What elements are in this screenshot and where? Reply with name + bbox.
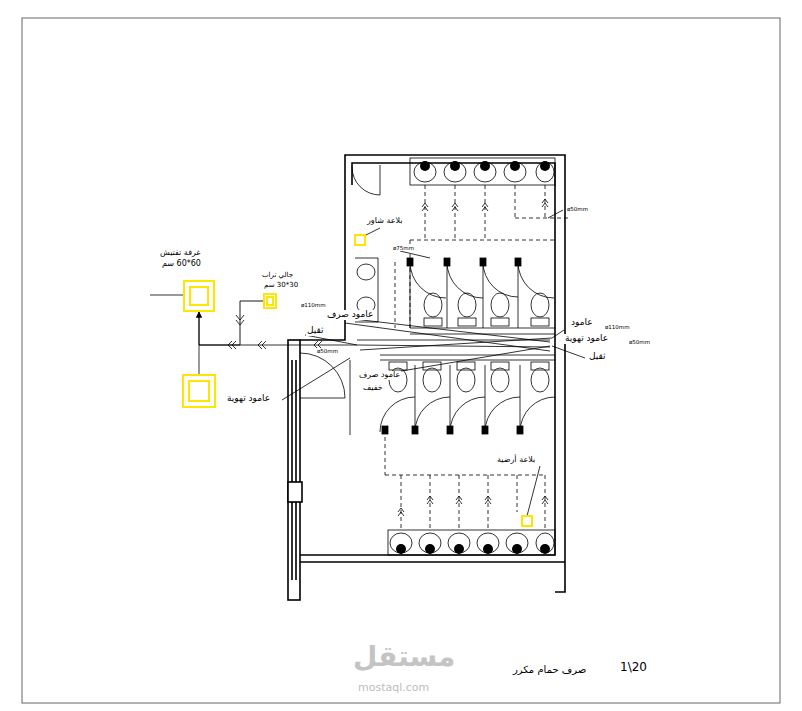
callout: ثقيل [306,326,325,336]
gully-trap: جالي تراب30*30 سم [263,293,277,309]
node-label: غرفة تفتيش [159,249,202,258]
callout: عامود تهوية [226,394,271,404]
callout: عامود [570,318,594,328]
pipe-size: ø50mm [628,339,651,345]
pipe-size: ø110mm [604,324,631,330]
watermark: mostaql.com [357,682,430,694]
caption: صرف حمام مكرر [512,664,587,675]
callout: ثقيل [588,352,607,362]
callout: بلاعة أرضية [496,456,536,465]
pipe-size: ø50mm [566,206,589,212]
pipe-size: ø75mm [392,245,415,251]
callout: بلاعة شاور [366,217,403,226]
inner-square [189,286,209,306]
node-label: 30*30 سم [263,282,299,290]
pipe-size: ø50mm [316,348,339,354]
callout: عامود صرف [358,371,401,380]
node-label: جالي تراب [261,272,294,280]
callout: خفيف [362,384,384,393]
scale-label: 1\20 [619,661,648,674]
inspection-chamber: غرفة تفتيش60*60 سم [183,280,215,312]
callout: عامود صرف [326,310,374,320]
callout: عامود تهوية [564,334,609,344]
node-label: 60*60 سم [161,260,202,269]
drain-pipe [199,301,263,345]
watermark: مستقل [352,642,456,673]
pipe-size: ø110mm [300,302,327,308]
inner-square [266,296,274,306]
